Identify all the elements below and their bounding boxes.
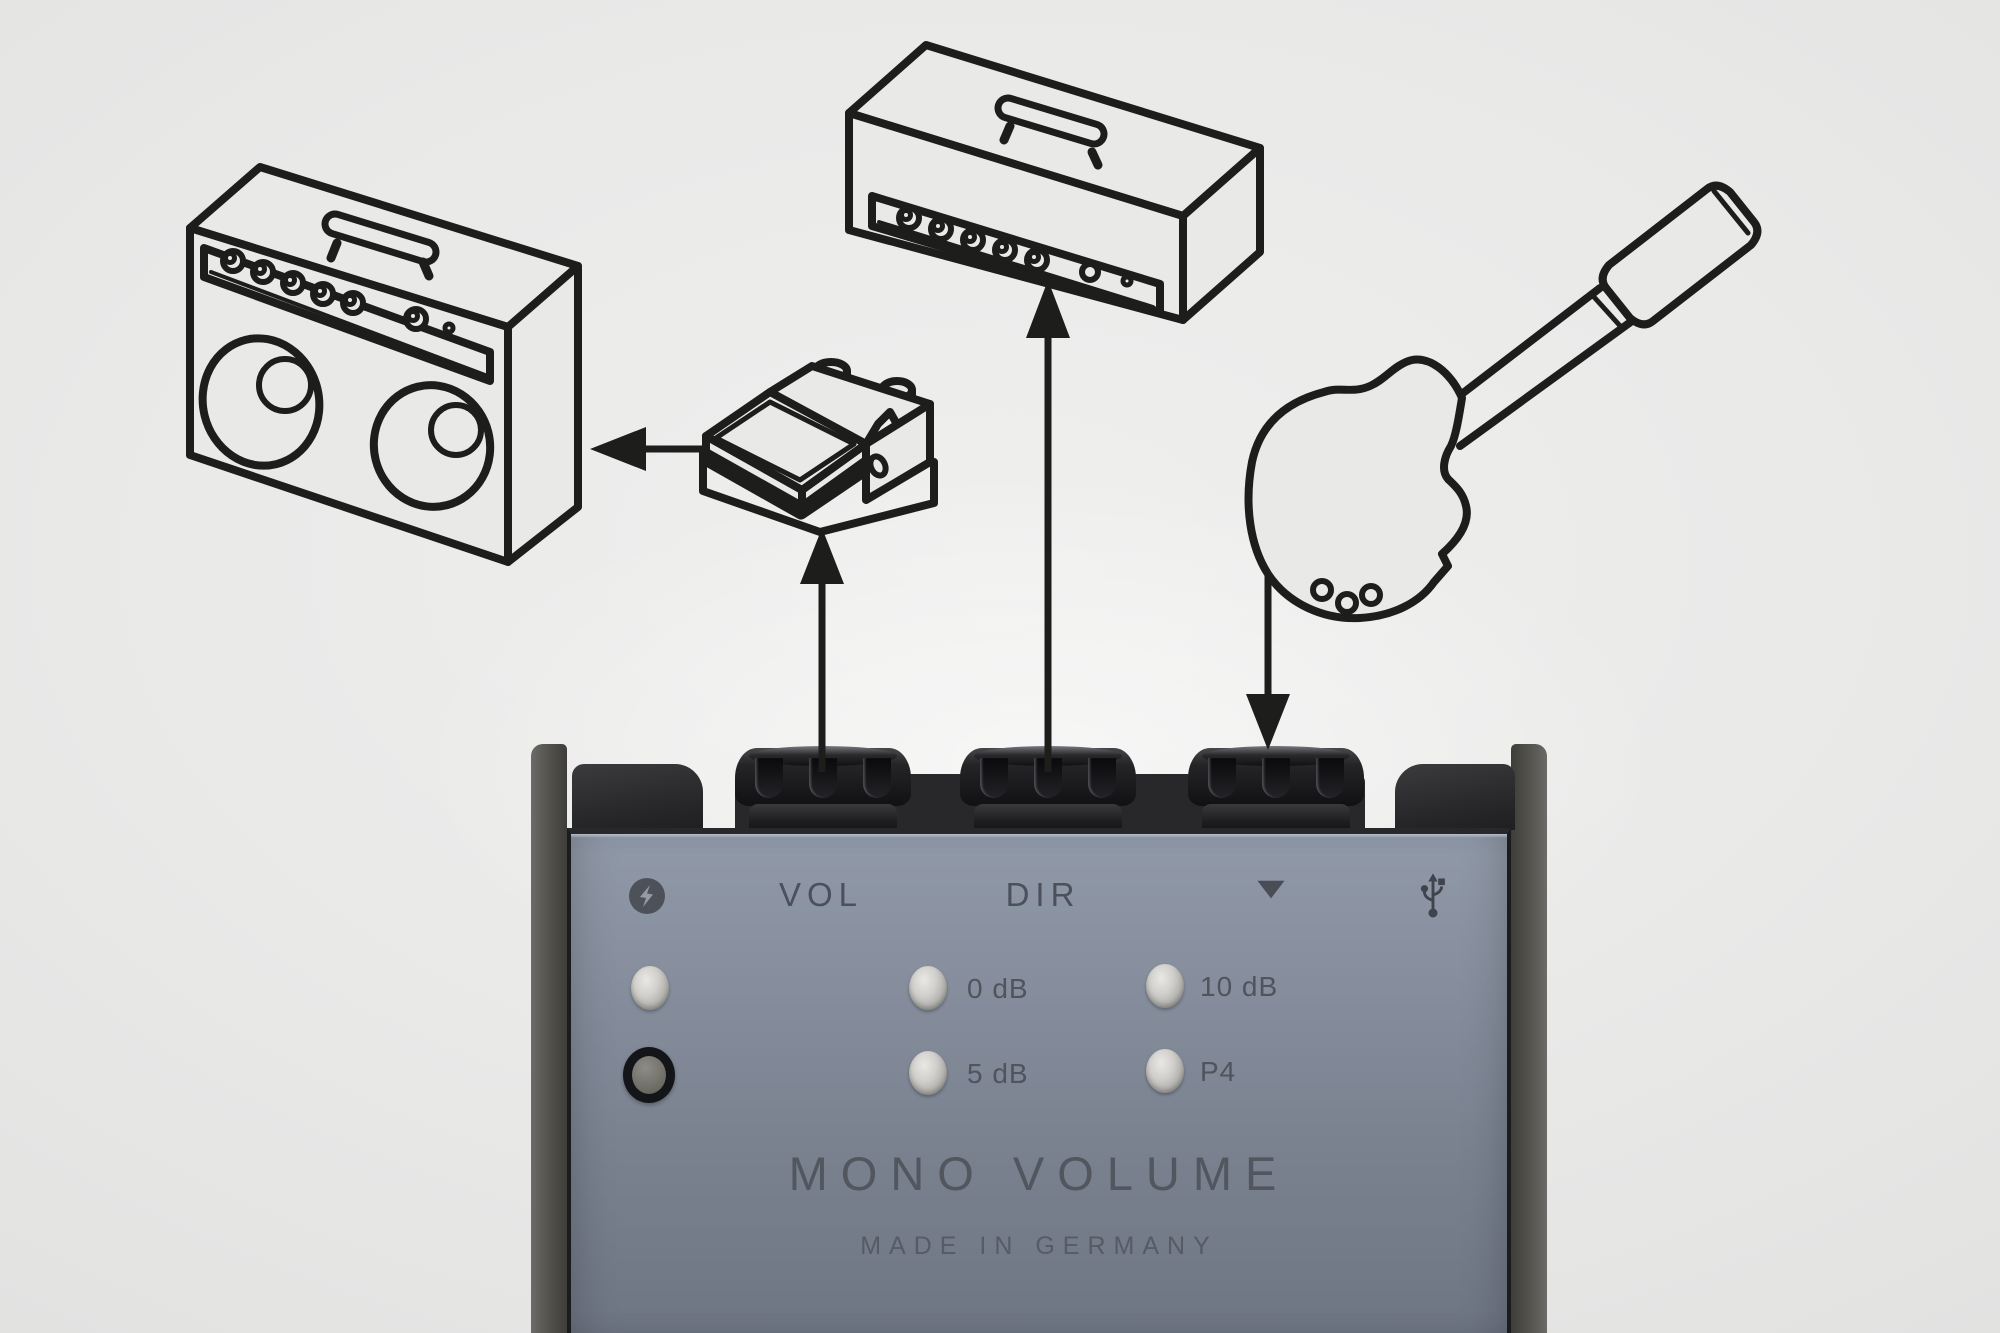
instrument-input-jack bbox=[1188, 746, 1364, 830]
pedal-illustration bbox=[699, 358, 938, 536]
combo-amplifier-illustration bbox=[186, 163, 582, 566]
jack-base bbox=[1202, 804, 1350, 830]
vol-label: VOL bbox=[778, 876, 864, 913]
arrow-guitar-to-input bbox=[1246, 556, 1290, 750]
right-chassis-bump bbox=[1395, 764, 1515, 830]
left-chassis-bump bbox=[572, 764, 703, 830]
dir-label: DIR bbox=[1005, 876, 1081, 913]
led-p4 bbox=[1146, 1049, 1184, 1093]
amp-head-illustration bbox=[845, 41, 1264, 324]
power-lightning-icon bbox=[627, 876, 667, 916]
jack-nut bbox=[960, 746, 1136, 806]
brand-text: MONO VOLUME bbox=[788, 1147, 1290, 1200]
usb-icon bbox=[1415, 870, 1451, 925]
led-5db bbox=[909, 1051, 947, 1095]
arrow-vol-to-pedal bbox=[800, 528, 844, 772]
arrow-pedal-to-amp bbox=[590, 427, 702, 471]
jack-base bbox=[749, 804, 897, 830]
device-right-rail bbox=[1511, 744, 1547, 1333]
input-triangle-icon: ▼ bbox=[1248, 870, 1294, 905]
led-5db-label: 5 dB bbox=[967, 1058, 1029, 1089]
jack-nut bbox=[1188, 746, 1364, 806]
led-p4-label: P4 bbox=[1200, 1056, 1237, 1087]
guitar-illustration bbox=[1244, 181, 1762, 623]
vol-output-jack bbox=[735, 746, 911, 830]
button-led-inner bbox=[632, 1056, 666, 1094]
jack-nut bbox=[735, 746, 911, 806]
led-0db bbox=[909, 966, 947, 1010]
origin-text: MADE IN GERMANY bbox=[860, 1232, 1218, 1260]
led-0db-label: 0 dB bbox=[967, 973, 1029, 1004]
led-10db bbox=[1146, 964, 1184, 1008]
dir-output-jack bbox=[960, 746, 1136, 830]
jack-base bbox=[974, 804, 1122, 830]
led-10db-label: 10 dB bbox=[1200, 971, 1279, 1002]
device-left-rail bbox=[531, 744, 567, 1333]
power-led bbox=[631, 966, 669, 1010]
button-led bbox=[623, 1047, 675, 1103]
front-panel: VOL DIR ▼ 0 dB 10 bbox=[567, 828, 1511, 1333]
mono-volume-device: VOL DIR ▼ 0 dB 10 bbox=[531, 744, 1547, 1333]
arrow-dir-to-amp-head bbox=[1026, 280, 1070, 772]
